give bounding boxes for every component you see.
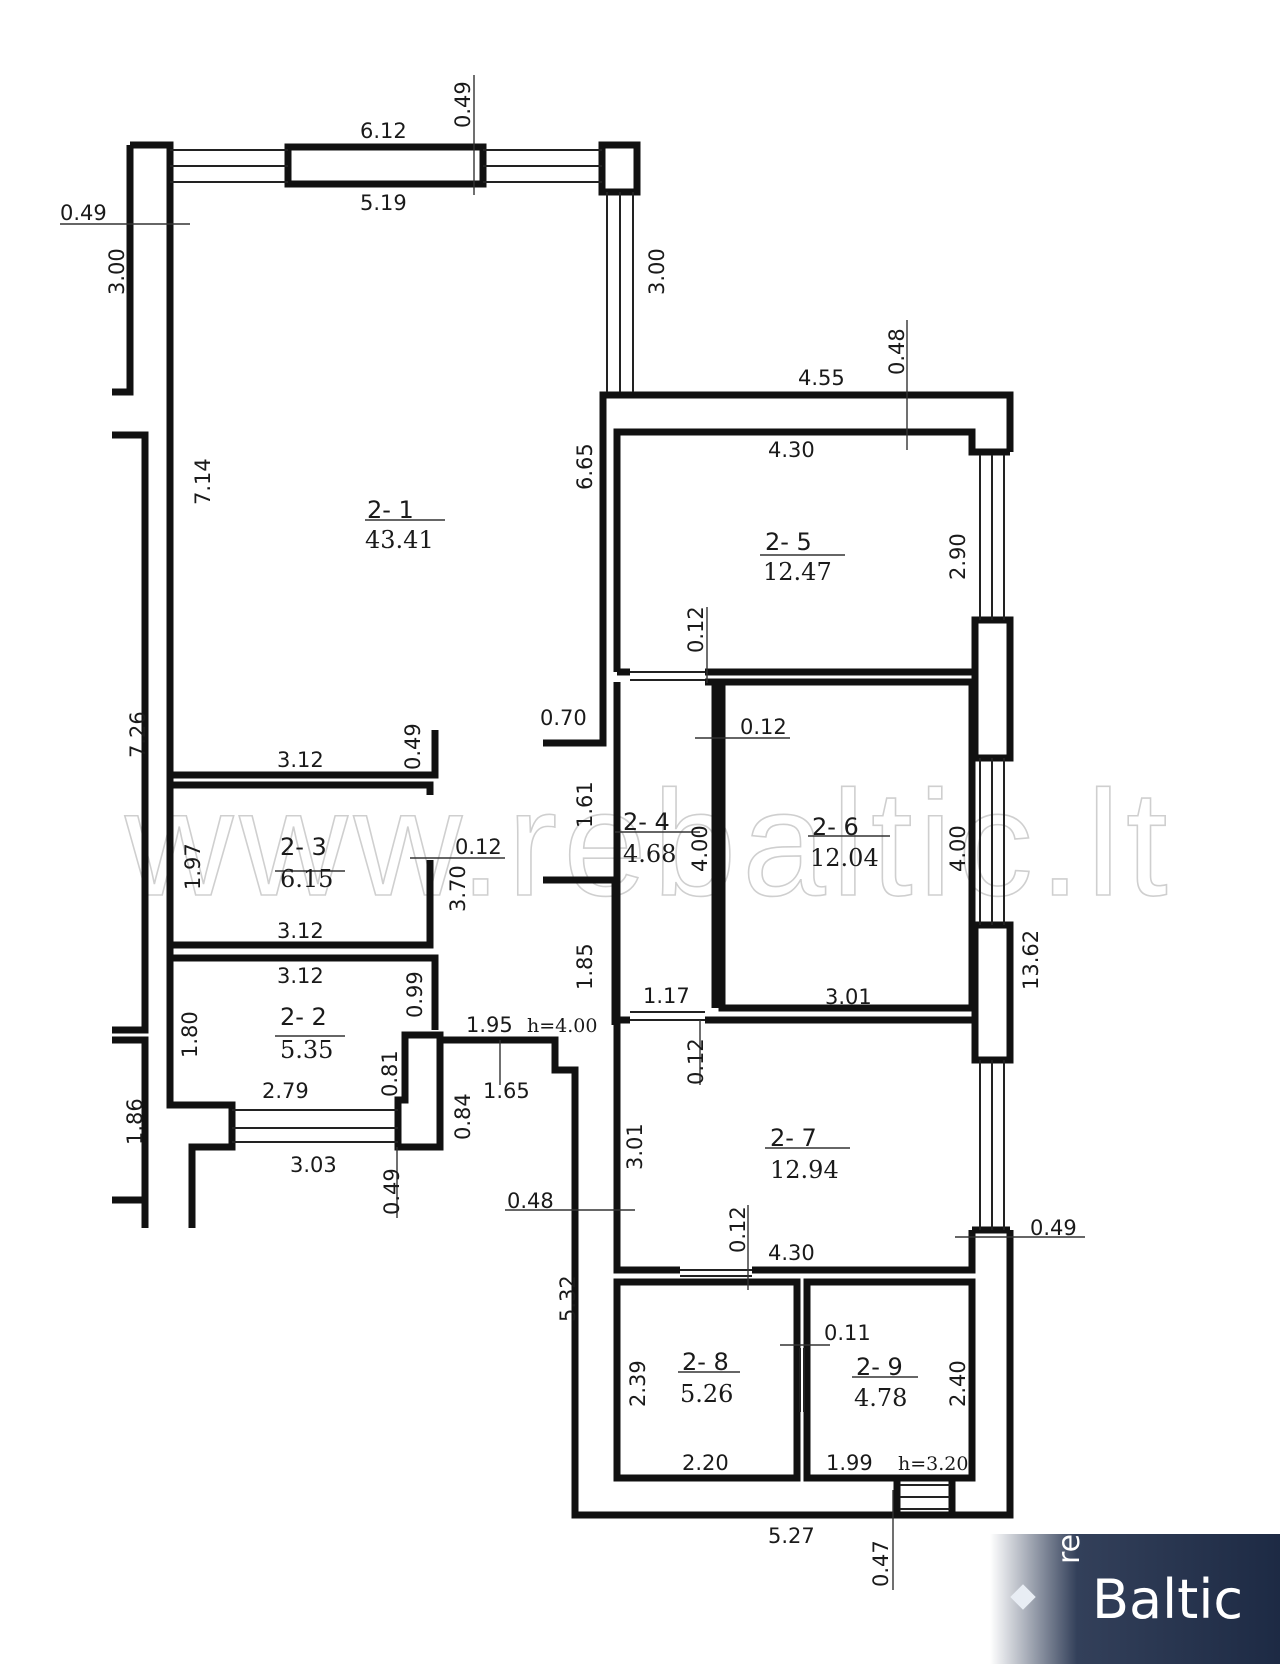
- dim-label: 0.49: [451, 81, 475, 128]
- room-id: 2- 3: [280, 833, 327, 861]
- dim-label: 1.17: [643, 984, 690, 1008]
- dim-label: 1.86: [123, 1098, 147, 1145]
- brand-prefix: re: [1052, 1533, 1087, 1564]
- dim-label: 1.85: [573, 943, 597, 990]
- dim-label: 5.27: [768, 1524, 815, 1548]
- dim-label: 0.48: [885, 328, 909, 375]
- dim-label: 7.14: [191, 458, 215, 505]
- room-labels: 2- 1 43.41 2- 2 5.35 2- 3 6.15 2- 4 4.68…: [280, 496, 907, 1412]
- dim-label: 0.70: [540, 706, 587, 730]
- dim-label: 0.12: [684, 1038, 708, 1085]
- room-area: 12.04: [810, 844, 879, 872]
- dim-label: 0.49: [380, 1168, 404, 1215]
- dim-label: 1.80: [178, 1011, 202, 1058]
- dim-label: 2.90: [946, 533, 970, 580]
- diamond-icon: [1010, 1584, 1036, 1610]
- dim-label: 5.19: [360, 191, 407, 215]
- dimension-lines: [60, 75, 1085, 1590]
- room-area: 4.68: [623, 840, 676, 868]
- dim-label: 3.12: [277, 748, 324, 772]
- dim-label: 0.99: [403, 971, 427, 1018]
- room-id: 2- 7: [770, 1124, 817, 1152]
- room-area: 43.41: [365, 526, 434, 554]
- room-id: 2- 9: [856, 1353, 903, 1381]
- dim-label: 1.97: [181, 843, 205, 890]
- room-id: 2- 2: [280, 1003, 327, 1031]
- dim-label: 3.01: [825, 985, 872, 1009]
- dim-label: 6.65: [573, 443, 597, 490]
- room-id: 2- 4: [623, 808, 670, 836]
- dim-label: 2.39: [626, 1360, 650, 1407]
- dim-label: 0.11: [824, 1321, 871, 1345]
- dim-label: 2.79: [262, 1079, 309, 1103]
- dim-label: 3.00: [105, 248, 129, 295]
- room-area: 12.94: [770, 1156, 839, 1184]
- dim-label: 3.70: [446, 865, 470, 912]
- dim-label: 3.03: [290, 1153, 337, 1177]
- dim-label: 1.61: [573, 781, 597, 828]
- room-area: 6.15: [280, 865, 333, 893]
- dim-label: 0.84: [451, 1093, 475, 1140]
- room-area: 4.78: [854, 1384, 907, 1412]
- windows: [170, 149, 1005, 1510]
- height-label: h=3.20: [898, 1453, 968, 1475]
- room-id: 2- 8: [682, 1348, 729, 1376]
- dim-label: 0.12: [726, 1206, 750, 1253]
- brand-logo: re Baltic: [990, 1534, 1280, 1664]
- dim-label: 4.00: [946, 825, 970, 872]
- dim-label: 3.00: [645, 248, 669, 295]
- dim-label: 0.49: [1030, 1216, 1077, 1240]
- dim-label: 0.12: [740, 715, 787, 739]
- dim-label: 0.12: [455, 835, 502, 859]
- dim-label: 3.12: [277, 919, 324, 943]
- dim-label: 4.30: [768, 438, 815, 462]
- dim-label: 0.49: [401, 723, 425, 770]
- room-area: 5.26: [680, 1380, 733, 1408]
- dim-label: 1.65: [483, 1079, 530, 1103]
- dim-label: 1.99: [826, 1451, 873, 1475]
- height-label: h=4.00: [527, 1015, 597, 1037]
- dim-label: 0.47: [869, 1540, 893, 1587]
- dim-label: 2.40: [946, 1360, 970, 1407]
- dim-label: 4.00: [688, 825, 712, 872]
- dim-label: 7.26: [126, 711, 150, 758]
- dim-label: 0.12: [684, 606, 708, 653]
- room-id: 2- 6: [812, 813, 859, 841]
- dim-label: 4.30: [768, 1241, 815, 1265]
- dim-label: 3.12: [277, 964, 324, 988]
- dim-label: 3.01: [623, 1123, 647, 1170]
- dim-label: 0.48: [507, 1189, 554, 1213]
- dim-label: 5.32: [556, 1275, 580, 1322]
- brand-name: Baltic: [1092, 1568, 1244, 1631]
- dimension-labels-vertical: 0.49 3.00 3.00 7.14 7.26 0.48 6.65 2.90 …: [105, 81, 1043, 1587]
- dim-label: 2.20: [682, 1451, 729, 1475]
- dim-label: 0.81: [378, 1050, 402, 1097]
- dim-label: 4.55: [798, 366, 845, 390]
- dimension-labels: 6.12 5.19 0.49 4.55 4.30 0.70 0.12 3.12 …: [60, 119, 1077, 1548]
- room-area: 12.47: [763, 558, 832, 586]
- room-id: 2- 1: [367, 496, 414, 524]
- dim-label: 1.95: [466, 1013, 513, 1037]
- dim-label: 13.62: [1019, 930, 1043, 990]
- room-id: 2- 5: [765, 528, 812, 556]
- room-area: 5.35: [280, 1036, 333, 1064]
- dim-label: 6.12: [360, 119, 407, 143]
- dim-label: 0.49: [60, 201, 107, 225]
